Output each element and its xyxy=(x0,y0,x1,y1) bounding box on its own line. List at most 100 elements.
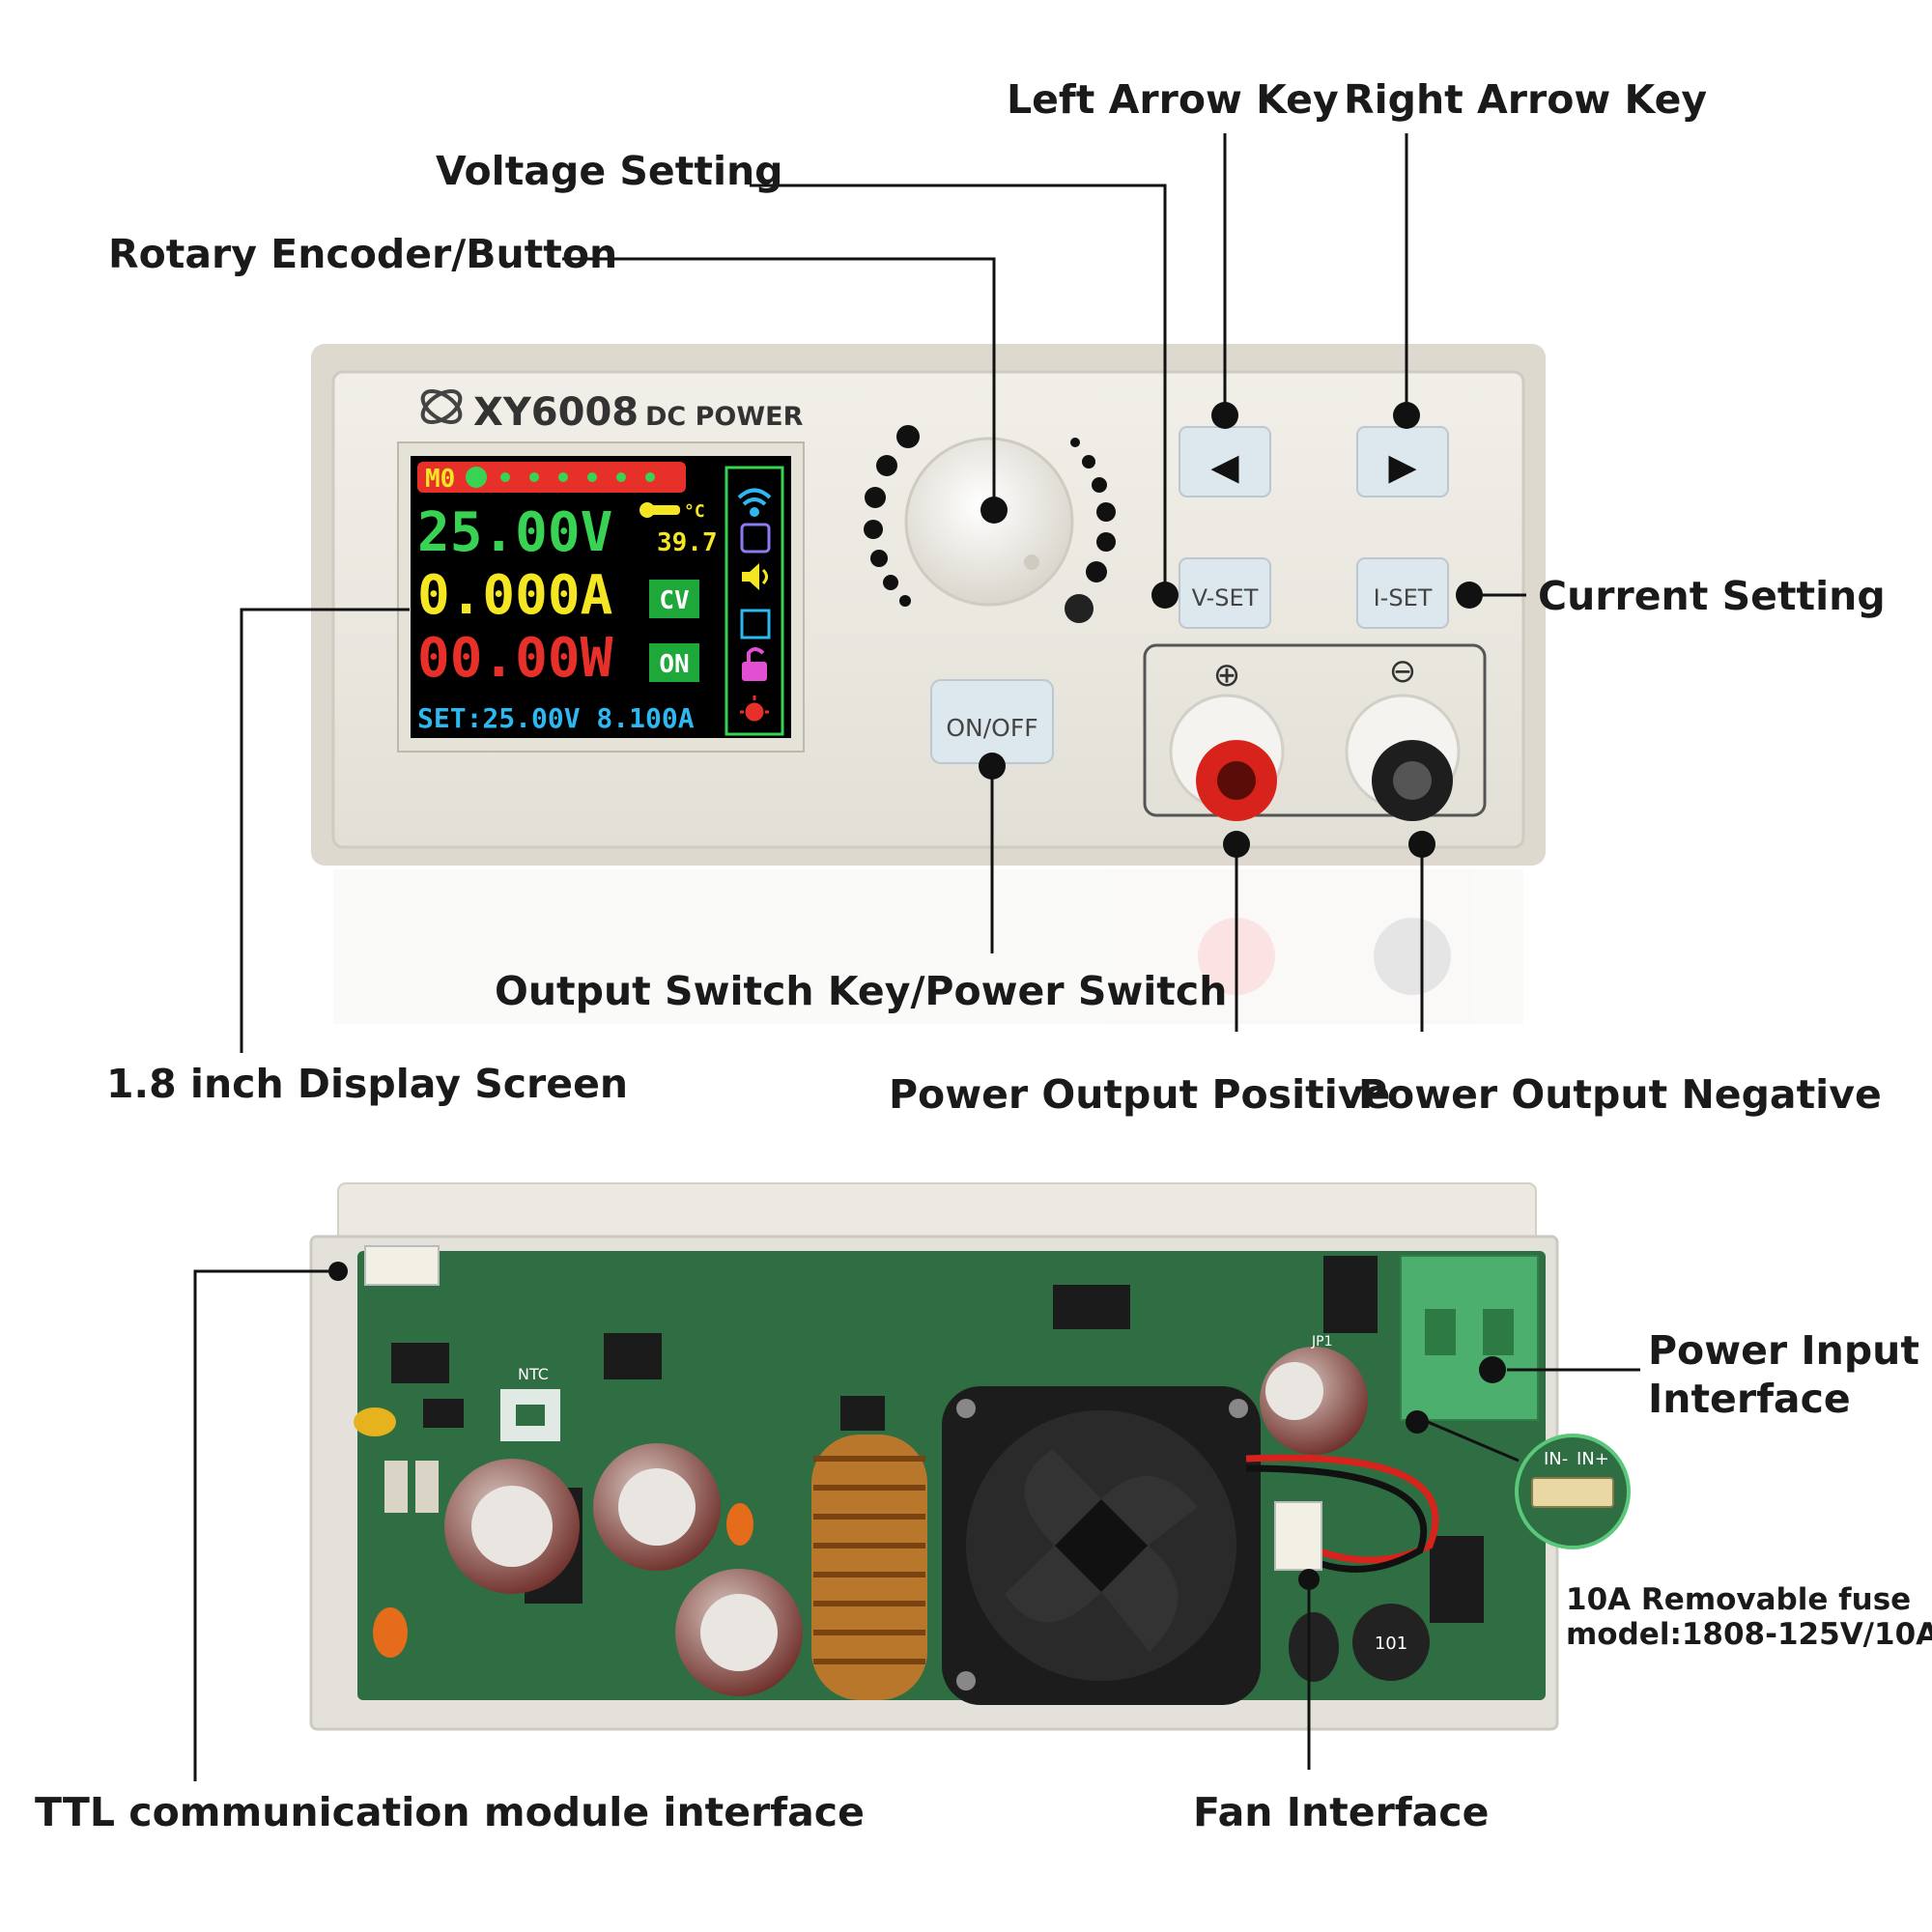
model-subtitle: DC POWER xyxy=(645,402,804,432)
lcd-on-text: ON xyxy=(659,650,689,679)
toroidal-inductor xyxy=(811,1435,927,1700)
ic-chip xyxy=(1053,1285,1130,1329)
wifi-icon xyxy=(737,488,772,517)
label-output-negative: Power Output Negative xyxy=(1358,1071,1882,1118)
leader-lines xyxy=(193,133,1640,1781)
unlock-icon xyxy=(742,647,767,681)
shunt-resistor xyxy=(384,1461,408,1513)
power-input-pointer-dot xyxy=(1479,1356,1506,1383)
callout-labels: Left Arrow Key Right Arrow Key Voltage S… xyxy=(35,76,1932,1835)
minus-symbol: ⊖ xyxy=(1389,652,1417,691)
device-icon xyxy=(740,523,771,554)
pointer-dots xyxy=(979,402,1483,858)
fuse-pointer-dot xyxy=(1406,1410,1429,1434)
label-output-positive: Power Output Positive xyxy=(889,1071,1390,1118)
lcd-dot xyxy=(466,467,487,488)
ic-chip xyxy=(423,1399,464,1428)
alarm-icon xyxy=(740,696,769,722)
fuse-in-pos: IN+ xyxy=(1577,1449,1609,1469)
sync-icon xyxy=(740,609,771,639)
mosfet xyxy=(1323,1256,1378,1333)
label-output-switch: Output Switch Key/Power Switch xyxy=(495,968,1227,1014)
label-display-screen: 1.8 inch Display Screen xyxy=(106,1061,628,1107)
power-input-terminal xyxy=(1400,1255,1539,1421)
orange-capacitor xyxy=(726,1503,753,1546)
v-set-label: V-SET xyxy=(1192,584,1259,611)
lcd-dot xyxy=(645,472,655,482)
lcd-status-bar xyxy=(417,462,686,493)
label-fuse-line1: 10A Removable fuse xyxy=(1566,1582,1911,1617)
label-fuse-line2: model:1808-125V/10A xyxy=(1566,1617,1932,1652)
fan-connector xyxy=(1274,1501,1322,1571)
capacitor-top xyxy=(700,1594,778,1671)
negative-output-terminal[interactable] xyxy=(1345,694,1461,821)
ntc-label: NTC xyxy=(518,1365,549,1383)
front-reflection xyxy=(333,869,1523,1024)
lcd-on-badge xyxy=(649,643,699,682)
ntc-hole xyxy=(516,1405,545,1426)
plus-symbol: ⊕ xyxy=(1213,656,1241,695)
i-set-key[interactable] xyxy=(1356,557,1449,629)
ceramic-capacitor xyxy=(354,1407,396,1436)
label-voltage-setting: Voltage Setting xyxy=(436,148,783,194)
ttl-connector xyxy=(364,1245,440,1286)
label-rotary-encoder: Rotary Encoder/Button xyxy=(108,231,617,277)
terminal-screw xyxy=(1425,1309,1456,1355)
regulator xyxy=(1430,1536,1484,1623)
speaker-icon xyxy=(742,563,768,590)
jp1-label: JP1 xyxy=(1311,1334,1332,1350)
lcd-dot xyxy=(616,472,626,482)
capacitor-top xyxy=(618,1468,696,1546)
ic-chip xyxy=(391,1343,449,1383)
lcd-temp-unit: °C xyxy=(684,501,705,522)
on-off-label: ON/OFF xyxy=(946,714,1037,742)
left-arrow-icon: ◀ xyxy=(1210,445,1239,488)
ic-chip xyxy=(840,1396,885,1431)
terminal-screw xyxy=(1483,1309,1514,1355)
capacitor-top xyxy=(471,1486,553,1567)
positive-output-terminal[interactable] xyxy=(1169,694,1285,821)
ic-chip xyxy=(604,1333,662,1379)
orange-capacitor xyxy=(373,1607,408,1658)
terminal-panel xyxy=(1143,643,1487,817)
knob-indicator xyxy=(1024,554,1039,570)
fuse-icon xyxy=(1531,1477,1614,1508)
right-arrow-icon: ▶ xyxy=(1388,445,1417,488)
label-right-arrow-key: Right Arrow Key xyxy=(1344,76,1707,123)
lcd-dot xyxy=(587,472,597,482)
v-set-key[interactable] xyxy=(1179,557,1271,629)
lcd-set-line: SET:25.00V 8.100A xyxy=(417,702,695,734)
lcd-current: 0.000A xyxy=(417,564,612,627)
lcd-dot xyxy=(558,472,568,482)
front-panel: XY6008 DC POWER M0 25.00V 0.000A 00.00W … xyxy=(311,344,1546,866)
model-name: XY6008 xyxy=(473,390,639,435)
fuse-inset: IN- IN+ xyxy=(1515,1434,1631,1549)
label-left-arrow-key: Left Arrow Key xyxy=(1007,76,1339,123)
shunt-resistor xyxy=(415,1461,439,1513)
lcd-dot xyxy=(500,472,510,482)
small-capacitor xyxy=(1289,1612,1339,1682)
lcd-power: 00.00W xyxy=(417,627,613,690)
label-ttl-interface: TTL communication module interface xyxy=(35,1789,865,1835)
lcd-set-row xyxy=(412,700,724,735)
label-power-input-2: Interface xyxy=(1648,1376,1851,1422)
thermometer-icon xyxy=(639,502,680,518)
capacitor-top xyxy=(1265,1362,1323,1420)
fan-pointer-dot xyxy=(1298,1569,1320,1590)
encoder-led xyxy=(1065,594,1094,623)
back-view: NTC xyxy=(309,1182,1631,1731)
encoder-dots xyxy=(864,425,1116,607)
fuse-in-neg: IN- xyxy=(1544,1449,1568,1469)
cooling-fan xyxy=(942,1386,1261,1705)
fan-wire-red xyxy=(1245,1454,1439,1564)
lcd-cv-text: CV xyxy=(659,586,689,615)
fan-wire-black xyxy=(1245,1464,1428,1573)
label-current-setting: Current Setting xyxy=(1538,573,1886,619)
small-inductor-label: 101 xyxy=(1375,1634,1407,1654)
i-set-label: I-SET xyxy=(1374,584,1433,611)
label-power-input: Power Input xyxy=(1648,1327,1919,1374)
lcd-dot xyxy=(529,472,539,482)
lcd-cv-badge xyxy=(649,580,699,618)
lcd-mode: M0 xyxy=(425,465,455,494)
